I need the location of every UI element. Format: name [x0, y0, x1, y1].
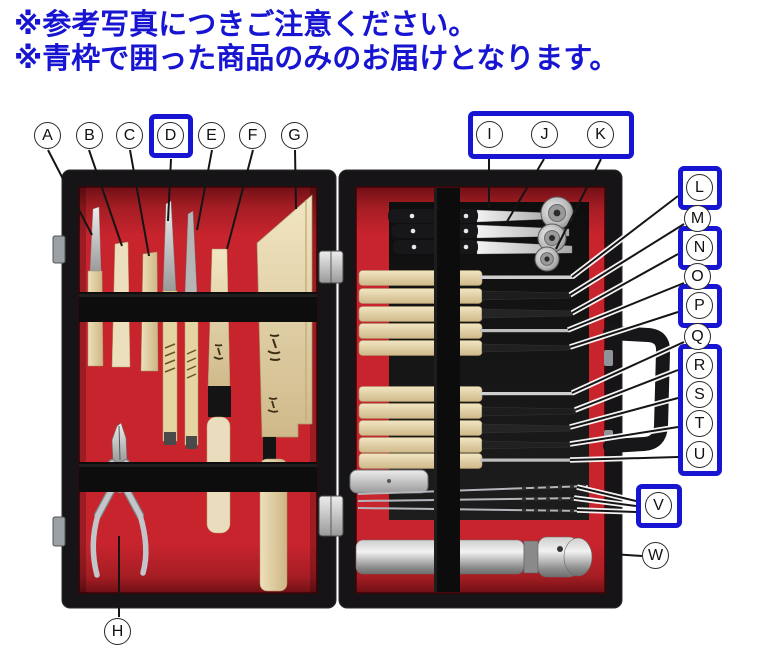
label-t: T	[686, 410, 713, 437]
label-v: V	[645, 492, 672, 519]
label-q: Q	[684, 323, 711, 350]
label-w: W	[642, 542, 669, 569]
label-c: C	[116, 122, 143, 149]
label-j: J	[531, 121, 558, 148]
label-e: E	[198, 122, 225, 149]
label-b: B	[76, 122, 103, 149]
calligraphy-mark	[267, 397, 279, 413]
case-latch	[52, 235, 66, 547]
label-d: D	[157, 122, 184, 149]
notice-text: ※参考写真につきご注意ください。 ※青枠で囲った商品のみのお届けとなります。	[14, 8, 618, 76]
label-u: U	[686, 441, 713, 468]
straps-left	[79, 292, 317, 492]
label-f: F	[239, 122, 266, 149]
calligraphy-mark	[213, 344, 224, 360]
label-k: K	[587, 121, 614, 148]
leader-lines	[47, 149, 686, 617]
hinges	[318, 250, 344, 537]
tool-d	[162, 200, 178, 445]
metal-plate	[349, 469, 429, 494]
notice-line-2: ※青枠で囲った商品のみのお届けとなります。	[14, 43, 619, 75]
calligraphy-mark	[267, 334, 281, 361]
label-g: G	[281, 122, 308, 149]
notice-line-1: ※参考写真につきご注意ください。	[14, 9, 478, 41]
label-o: O	[684, 263, 711, 290]
label-n: N	[686, 234, 713, 261]
canisters	[534, 196, 574, 272]
label-i: I	[476, 121, 503, 148]
skewers	[357, 484, 589, 513]
strap-right	[434, 188, 460, 592]
label-a: A	[34, 122, 61, 149]
label-l: L	[686, 174, 713, 201]
label-s: S	[686, 381, 713, 408]
torch	[355, 536, 593, 578]
label-r: R	[686, 352, 713, 379]
label-p: P	[686, 292, 713, 319]
blue-box-d	[149, 114, 193, 158]
label-h: H	[104, 618, 131, 645]
label-m: M	[684, 205, 711, 232]
